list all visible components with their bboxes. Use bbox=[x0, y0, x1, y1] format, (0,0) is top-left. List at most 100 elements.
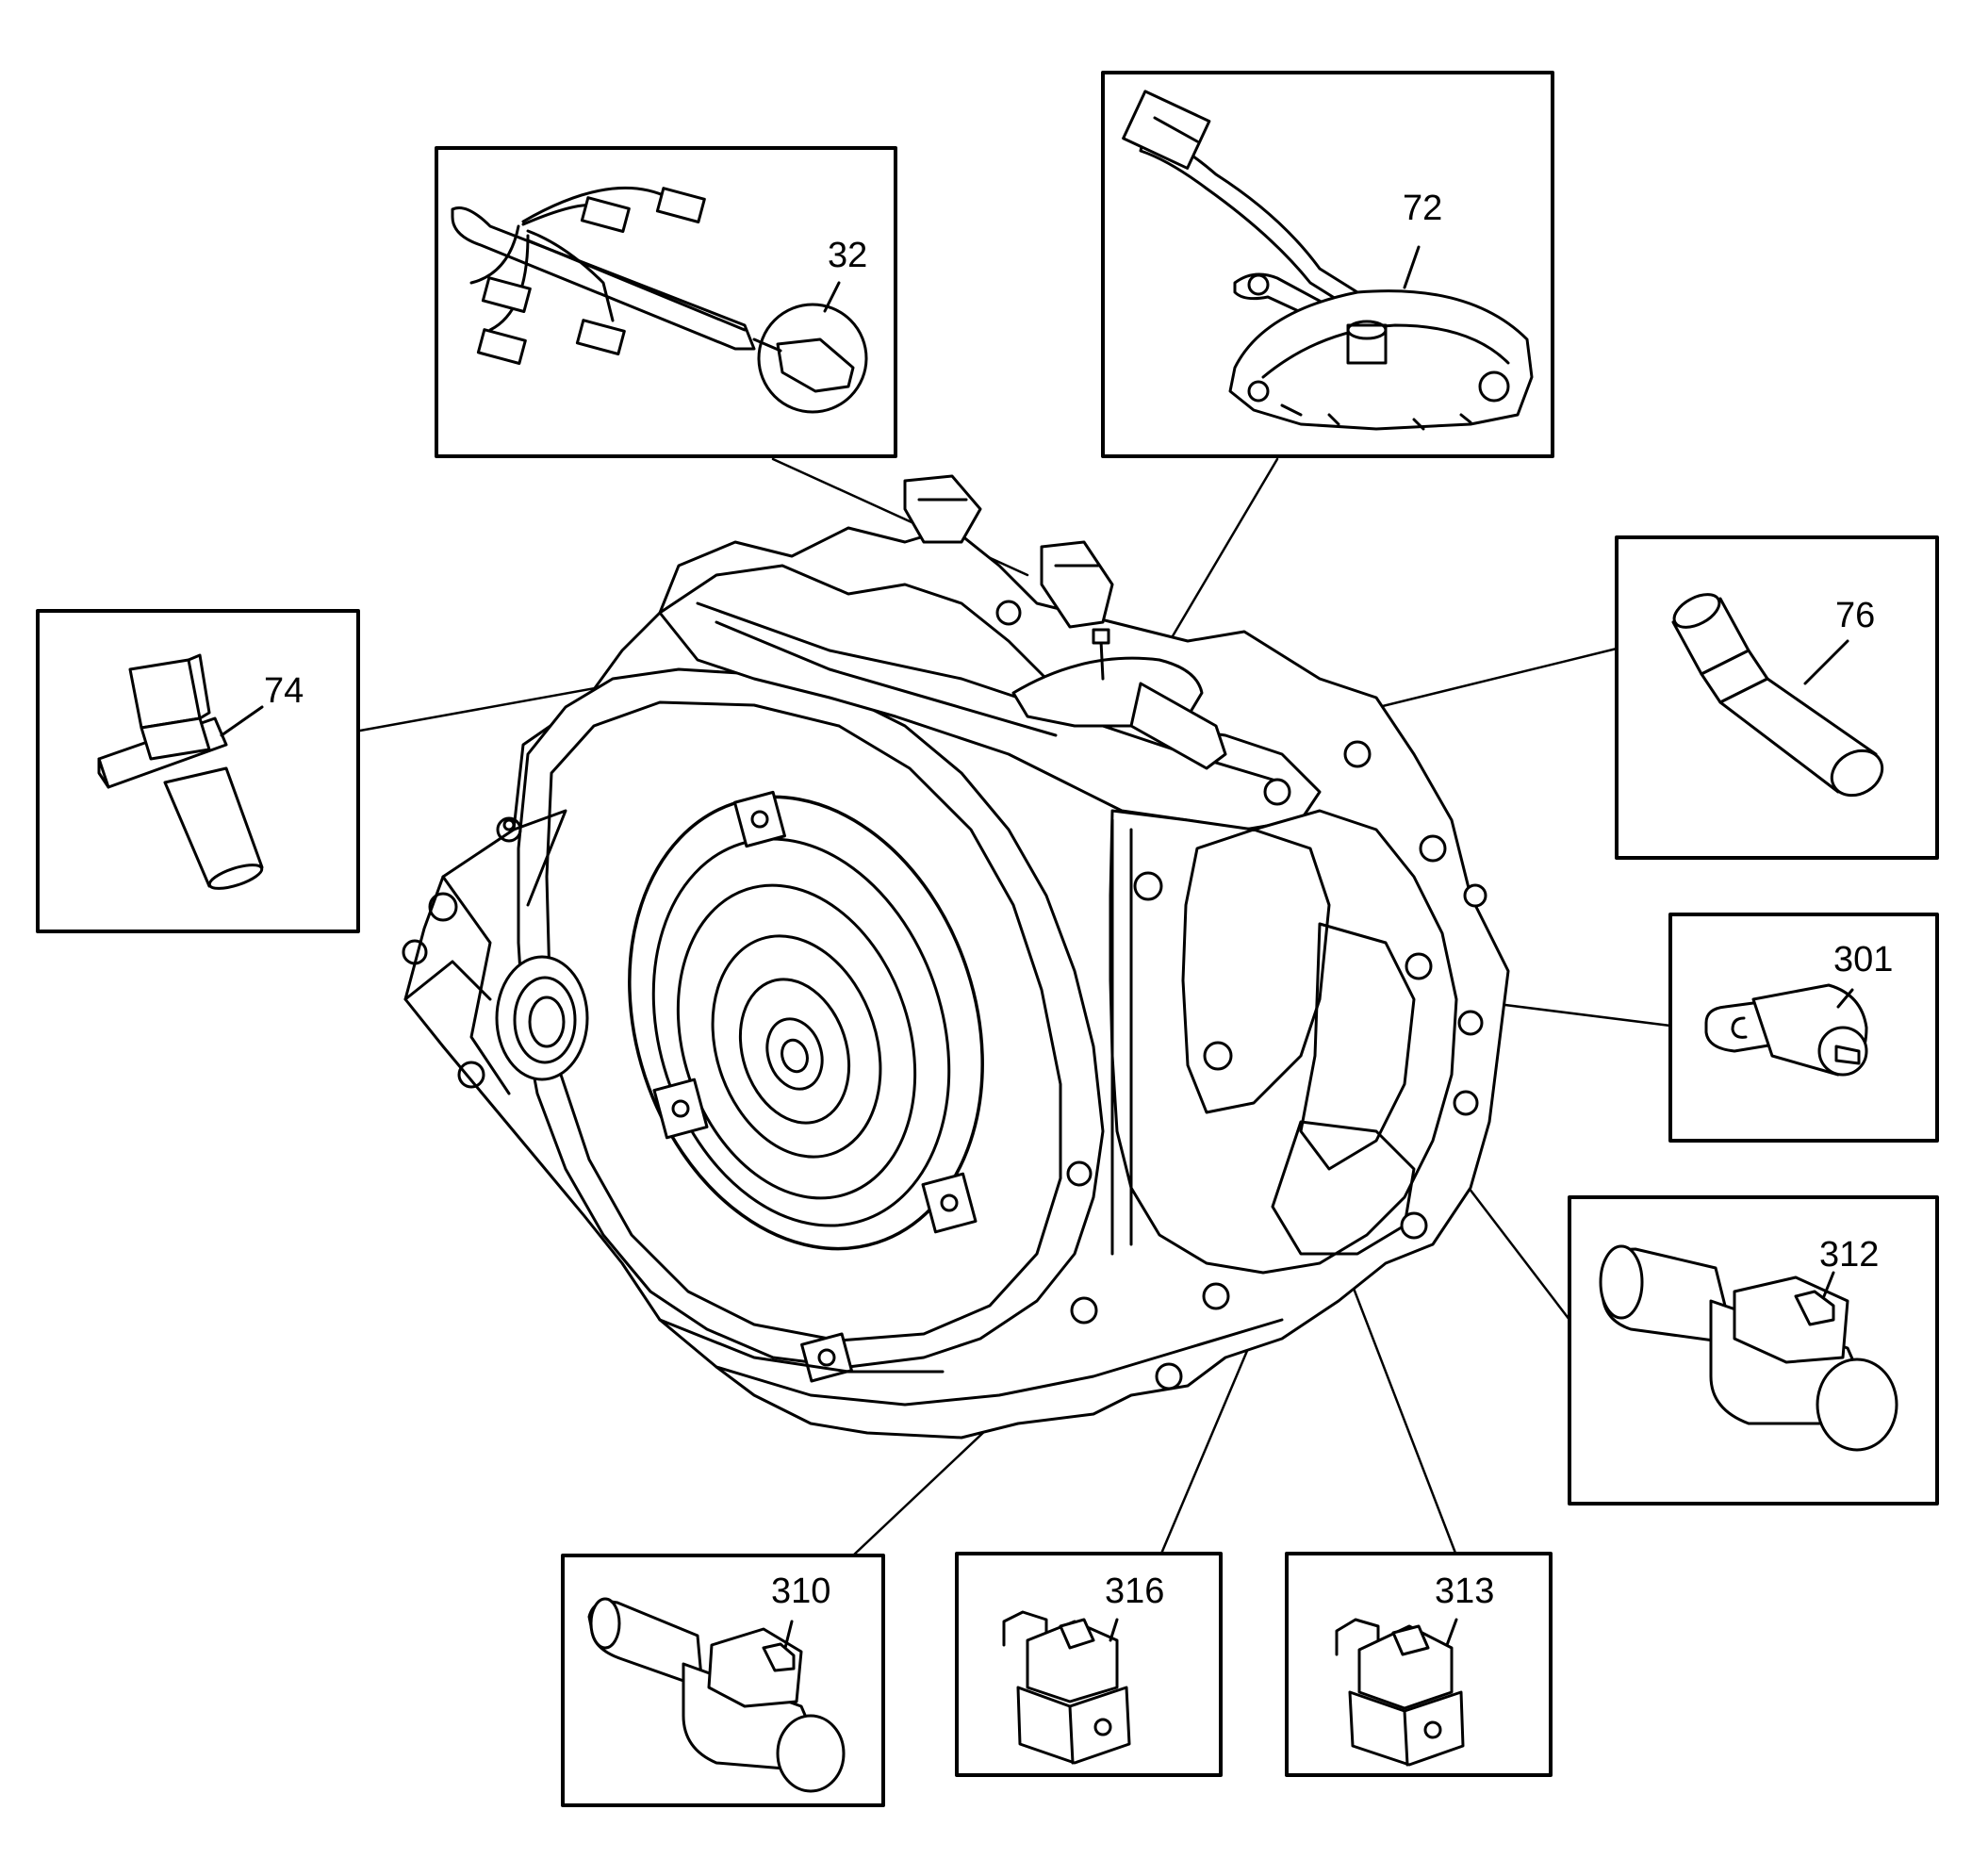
case-bolts bbox=[995, 600, 1487, 1391]
connector-housing bbox=[903, 474, 982, 544]
range-switch-icon bbox=[1122, 90, 1534, 431]
harness-wire bbox=[521, 186, 671, 223]
solenoid-body-end bbox=[1816, 1358, 1898, 1452]
callout-label-312: 312 bbox=[1819, 1235, 1879, 1275]
callout-label-72: 72 bbox=[1403, 189, 1442, 228]
label-leader bbox=[783, 1620, 794, 1650]
sensor-tip bbox=[207, 864, 264, 890]
converter-lug bbox=[921, 1172, 978, 1234]
solenoid-latch bbox=[1794, 1290, 1835, 1326]
harness-terminal bbox=[575, 319, 626, 356]
harness-terminal bbox=[476, 328, 527, 366]
callout-box-76[interactable]: 76 bbox=[1615, 535, 1939, 860]
case-bolt-boss bbox=[402, 939, 428, 965]
harness-detail-leader bbox=[752, 337, 782, 353]
converter-lug bbox=[733, 790, 786, 848]
axle-seal bbox=[495, 955, 589, 1081]
case-bolt bbox=[1155, 1362, 1183, 1391]
callout-label-310: 310 bbox=[771, 1572, 830, 1611]
switch-port bbox=[1093, 1718, 1112, 1736]
label-leader bbox=[823, 281, 841, 313]
case-bolt bbox=[1066, 1160, 1093, 1187]
sensor-head bbox=[128, 658, 202, 730]
top-cover bbox=[658, 564, 1322, 831]
solenoid-connector-icon bbox=[587, 1597, 846, 1793]
case-bolt bbox=[995, 600, 1022, 626]
solenoid-connector-icon bbox=[1599, 1244, 1898, 1452]
torque-converter-ring-2 bbox=[676, 883, 917, 1200]
solenoid-latch bbox=[762, 1642, 796, 1672]
harness-terminal bbox=[655, 187, 706, 224]
right-case-panel bbox=[1299, 922, 1416, 1171]
torque-converter-ring-1 bbox=[651, 837, 951, 1227]
case-bolt bbox=[1202, 1282, 1230, 1310]
callout-box-312[interactable]: 312 bbox=[1568, 1195, 1939, 1506]
harness-terminal bbox=[580, 196, 631, 234]
connector-housing bbox=[1040, 540, 1114, 629]
converter-lug-bolt bbox=[817, 1348, 836, 1367]
callout-box-316[interactable]: 316 bbox=[955, 1552, 1223, 1777]
axle-seal-inner bbox=[513, 976, 577, 1064]
case-bolt-boss bbox=[457, 1061, 485, 1089]
case-bolt-boss bbox=[428, 892, 458, 922]
right-case-panel bbox=[1181, 828, 1331, 1114]
connector-harness-icon bbox=[451, 186, 868, 414]
pressure-switch-icon bbox=[1002, 1610, 1131, 1765]
switch-shaft bbox=[1346, 323, 1388, 365]
switch-mount-hole bbox=[1478, 370, 1510, 403]
case-rib bbox=[403, 960, 492, 1001]
top-cover-ridge bbox=[715, 620, 1058, 737]
callout-label-316: 316 bbox=[1105, 1572, 1164, 1611]
switch-lever-bore bbox=[1247, 273, 1270, 296]
case-bolt-boss bbox=[502, 818, 516, 831]
sensor-flange-hole bbox=[1731, 1016, 1748, 1039]
case-bolt bbox=[1070, 1296, 1098, 1325]
switch-housing-face bbox=[1261, 323, 1510, 379]
top-connector-installed bbox=[903, 474, 1114, 629]
sensor-head-side bbox=[187, 653, 211, 720]
case-bolt bbox=[1453, 1090, 1479, 1116]
sensor-flange-edge bbox=[97, 757, 110, 789]
case-bolt bbox=[1405, 952, 1433, 980]
switch-mount-hole bbox=[1247, 380, 1270, 403]
case-rib bbox=[512, 809, 567, 907]
case-bolt bbox=[1457, 1010, 1484, 1036]
leader-72 bbox=[1162, 457, 1279, 652]
torque-converter-ring-3 bbox=[711, 934, 882, 1159]
case-bolt bbox=[1343, 740, 1372, 768]
case-bolt-boss bbox=[496, 816, 522, 843]
switch-ribs bbox=[1280, 403, 1472, 431]
callout-box-72[interactable]: 72 bbox=[1101, 71, 1554, 458]
harness-tube-edge bbox=[526, 239, 747, 332]
label-leader bbox=[220, 705, 264, 737]
case-bolt bbox=[1400, 1211, 1428, 1240]
label-leader bbox=[1445, 1618, 1458, 1647]
solenoid-nozzle-end bbox=[1599, 1244, 1644, 1320]
sensor-collar bbox=[140, 716, 211, 761]
harness-detail-plug bbox=[776, 337, 855, 393]
torque-converter bbox=[628, 790, 984, 1383]
case-bolt bbox=[1419, 834, 1447, 863]
converter-lug-bolt bbox=[671, 1099, 690, 1118]
callout-label-76: 76 bbox=[1835, 596, 1875, 635]
callout-box-301[interactable]: 301 bbox=[1668, 913, 1939, 1143]
callout-box-313[interactable]: 313 bbox=[1285, 1552, 1553, 1777]
switch-base-edge bbox=[1068, 1704, 1075, 1765]
callout-box-32[interactable]: 32 bbox=[435, 146, 897, 458]
label-leader bbox=[1109, 1618, 1119, 1642]
callout-box-74[interactable]: 74 bbox=[36, 609, 360, 933]
switch-shaft-top bbox=[1346, 320, 1388, 340]
callout-label-32: 32 bbox=[828, 236, 867, 275]
switch-connector bbox=[1122, 90, 1211, 170]
callout-label-301: 301 bbox=[1833, 940, 1893, 979]
switch-top-tab bbox=[1059, 1618, 1095, 1650]
axle-seal-core bbox=[528, 996, 566, 1048]
pan-edge bbox=[658, 1318, 945, 1374]
harness-wire bbox=[526, 229, 615, 322]
callout-box-310[interactable]: 310 bbox=[561, 1554, 885, 1807]
range-switch-plug bbox=[1129, 682, 1227, 770]
switch-top-tab bbox=[1391, 1624, 1430, 1656]
range-switch-installed bbox=[1011, 628, 1227, 770]
switch-connector-detail bbox=[1153, 116, 1199, 143]
